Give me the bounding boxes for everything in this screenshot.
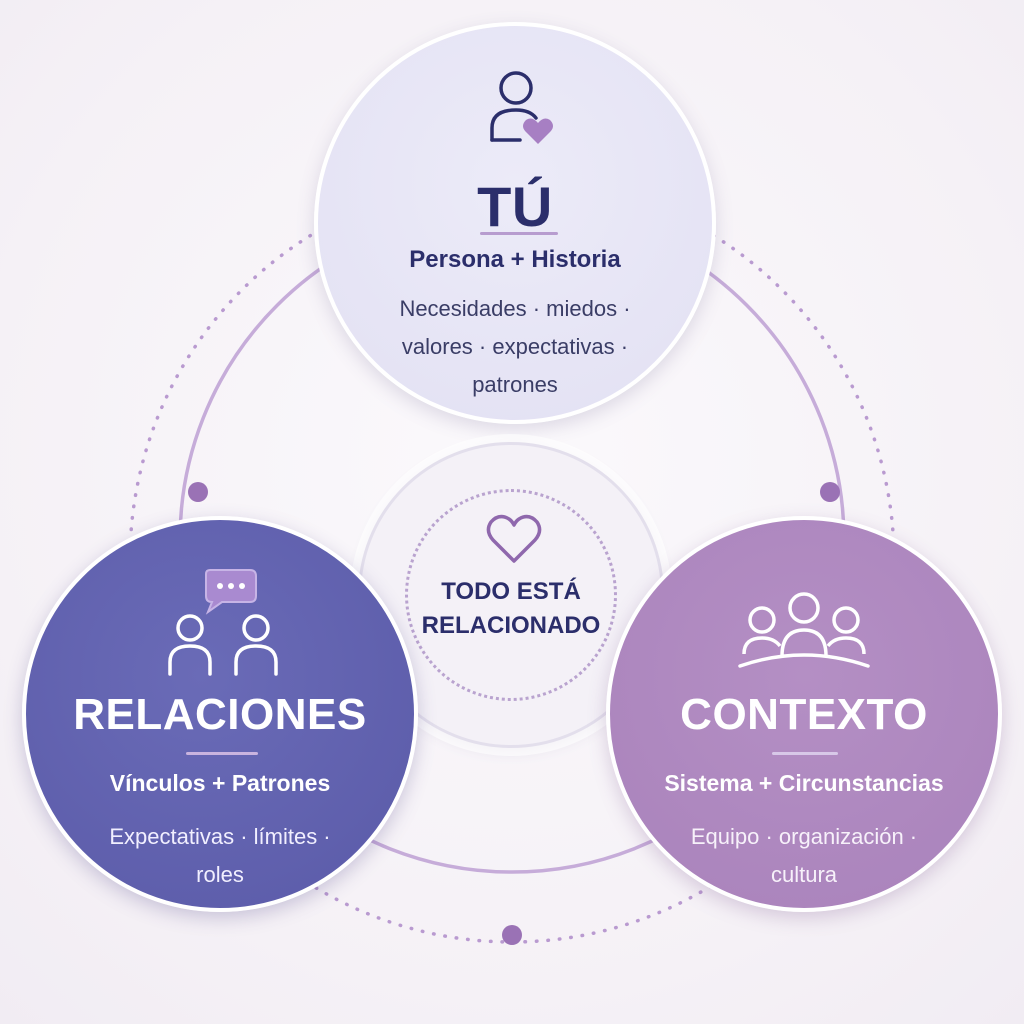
- node-tu-title: TÚ: [477, 175, 553, 238]
- center-label: TODO ESTÁ RELACIONADO: [361, 575, 661, 643]
- center-label-line: RELACIONADO: [421, 612, 601, 639]
- group-icon: [738, 592, 870, 668]
- node-contexto-desc-line: cultura: [770, 862, 838, 887]
- node-tu-desc-line: patrones: [472, 372, 558, 397]
- person-heart-icon: [490, 71, 553, 144]
- node-contexto-divider: [772, 752, 838, 755]
- center-dotted-ring: [405, 489, 617, 701]
- heart-icon: [486, 514, 542, 563]
- node-tu-desc-line: Necesidades · miedos ·: [399, 296, 631, 321]
- node-relaciones-subtitle: Vínculos + Patrones: [109, 770, 331, 796]
- node-relaciones-divider: [186, 752, 258, 755]
- node-tu-subtitle: Persona + Historia: [409, 246, 621, 273]
- node-contexto-title: CONTEXTO: [680, 690, 928, 739]
- connector-dot-bottom: [502, 925, 522, 945]
- node-relaciones-desc-line: Expectativas · límites ·: [109, 824, 331, 849]
- node-contexto-description: Equipo · organización · cultura: [650, 818, 958, 894]
- node-relaciones-title: RELACIONES: [73, 690, 367, 739]
- two-people-chat-icon: [168, 569, 278, 676]
- node-relaciones: RELACIONES Vínculos + Patrones Expectati…: [22, 516, 418, 912]
- node-relaciones-description: Expectativas · límites · roles: [66, 818, 374, 894]
- node-relaciones-desc-line: roles: [196, 862, 244, 887]
- node-contexto-desc-line: Equipo · organización ·: [690, 824, 918, 849]
- center-label-line: TODO ESTÁ: [441, 578, 581, 605]
- node-contexto: CONTEXTO Sistema + Circunstancias Equipo…: [606, 516, 1002, 912]
- connector-dot-right: [820, 482, 840, 502]
- node-tu-desc-line: valores · expectativas ·: [401, 334, 629, 359]
- connector-dot-left: [188, 482, 208, 502]
- node-tu: TÚ Persona + Historia Necesidades · mied…: [314, 22, 716, 424]
- node-contexto-subtitle: Sistema + Circunstancias: [664, 770, 944, 796]
- node-tu-description: Necesidades · miedos · valores · expecta…: [348, 290, 682, 404]
- node-tu-divider: [480, 232, 558, 235]
